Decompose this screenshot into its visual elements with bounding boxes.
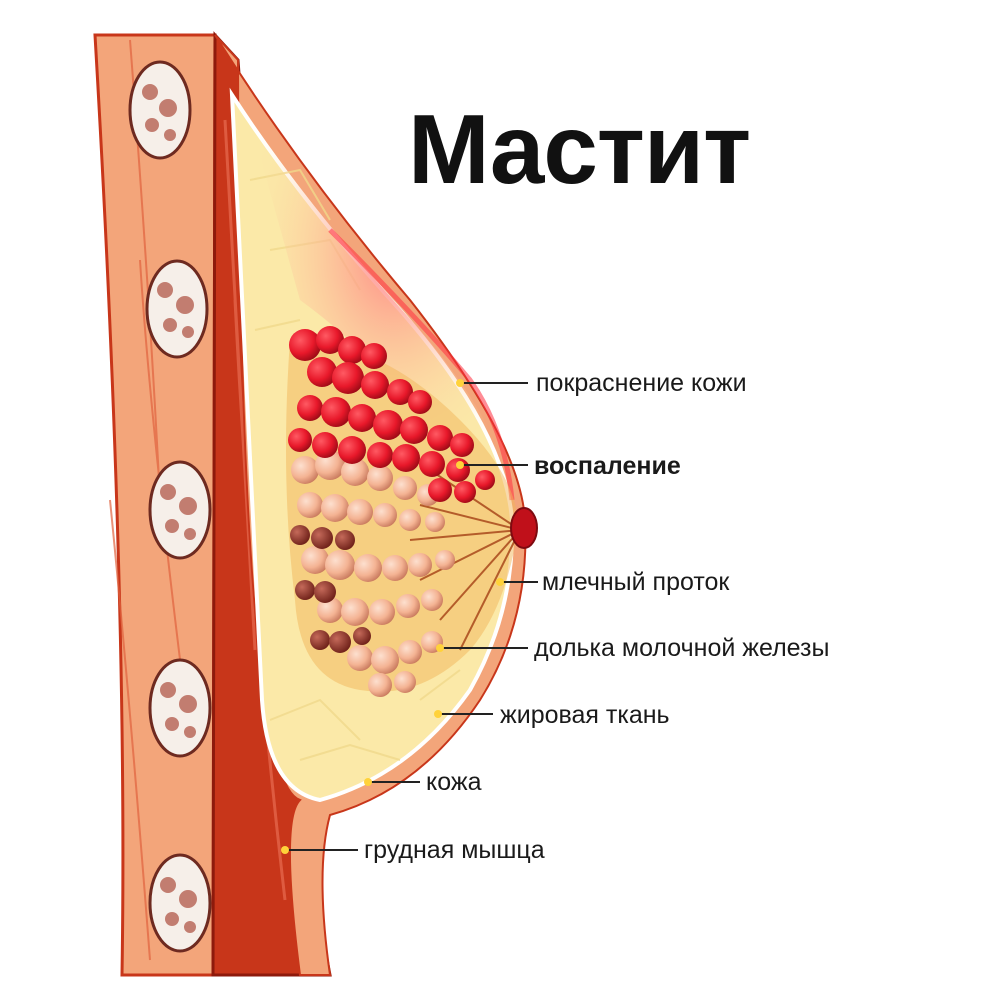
nipple	[510, 507, 538, 549]
leader-lines	[285, 382, 538, 851]
inflammation-cluster	[288, 326, 495, 503]
chest-wall	[93, 33, 217, 977]
label-mammary-lobule: долька молочной железы	[534, 634, 830, 662]
page-title: Мастит	[408, 94, 751, 204]
label-skin: кожа	[426, 768, 482, 796]
skin-redness-area	[250, 120, 512, 500]
label-milk-duct: млечный проток	[542, 568, 730, 596]
label-skin-redness: покраснение кожи	[536, 369, 747, 397]
label-inflammation: воспаление	[534, 452, 681, 480]
label-pectoral-muscle: грудная мышца	[364, 836, 545, 864]
mammary-lobules	[290, 450, 455, 697]
leader-dots	[281, 379, 504, 854]
label-fatty-tissue: жировая ткань	[500, 701, 670, 729]
